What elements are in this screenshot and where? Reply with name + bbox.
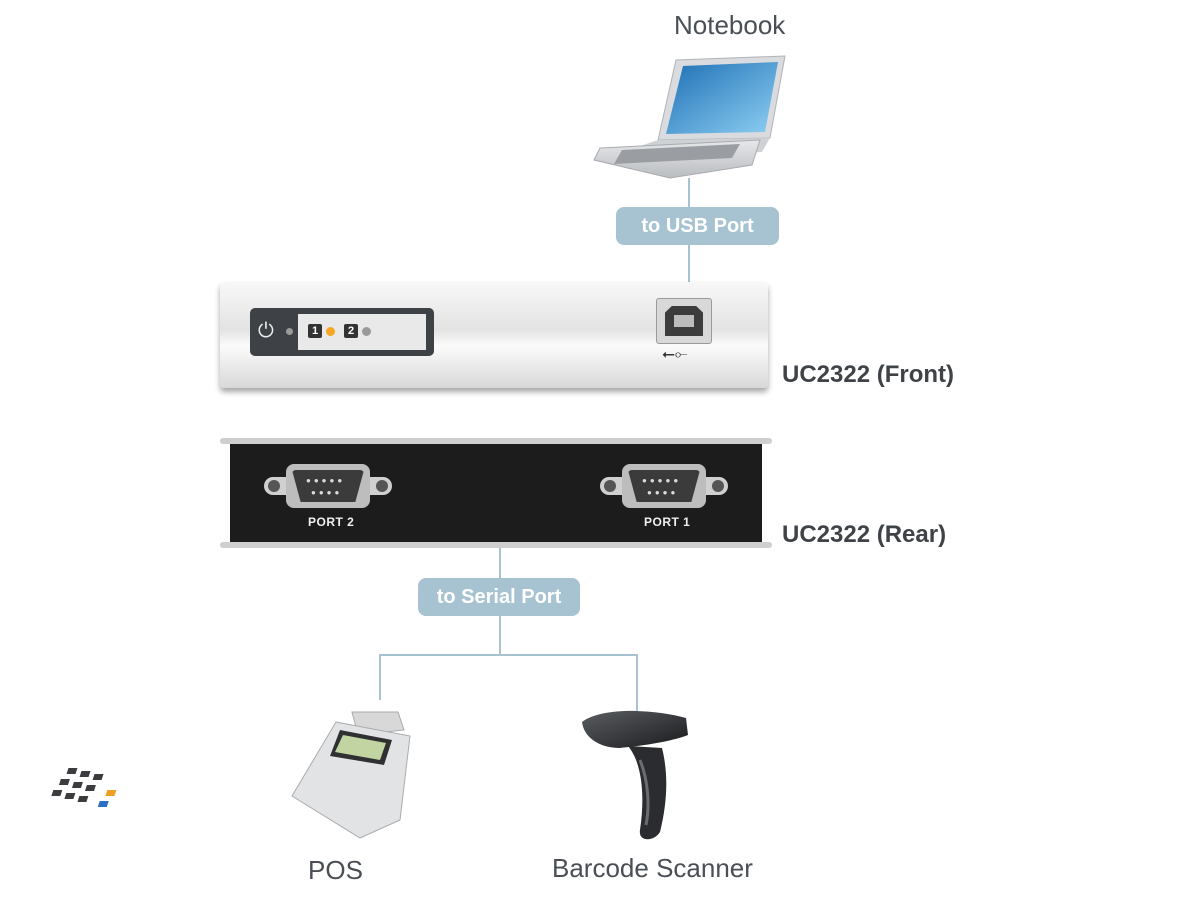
port-2-connector-icon: ●●●●● ●●●● bbox=[264, 464, 392, 508]
uc2322-front-panel: ⏻ 1 2 ⭠⟜ bbox=[220, 282, 768, 388]
port-2-label: PORT 2 bbox=[308, 515, 355, 529]
usb-symbol-icon: ⭠⟜ bbox=[662, 346, 688, 363]
port-1-connector-icon: ●●●●● ●●●● bbox=[600, 464, 728, 508]
port-1-label: PORT 1 bbox=[644, 515, 691, 529]
serial-port-connector-label: to Serial Port bbox=[418, 578, 580, 616]
usb-b-port-icon bbox=[656, 298, 712, 344]
led-1-indicator-icon bbox=[326, 327, 335, 336]
led-1-label: 1 bbox=[308, 324, 322, 338]
led-2-label: 2 bbox=[344, 324, 358, 338]
led-window: 1 2 bbox=[298, 314, 426, 350]
usb-port-connector-label: to USB Port bbox=[616, 207, 779, 245]
barcode-scanner-label: Barcode Scanner bbox=[552, 853, 753, 883]
led-2-indicator-icon bbox=[362, 327, 371, 336]
rear-label: UC2322 (Rear) bbox=[782, 521, 947, 548]
pos-label: POS bbox=[308, 855, 363, 885]
uc2322-rear-panel: ●●●●● ●●●● PORT 2 ●●●●● ●●●● PORT 1 bbox=[220, 438, 772, 548]
front-label: UC2322 (Front) bbox=[782, 361, 955, 388]
power-led-icon bbox=[286, 328, 293, 335]
power-icon: ⏻ bbox=[258, 320, 274, 342]
split-line bbox=[379, 654, 638, 720]
led-bezel: ⏻ 1 2 bbox=[250, 308, 434, 356]
notebook-label: Notebook bbox=[674, 10, 786, 40]
